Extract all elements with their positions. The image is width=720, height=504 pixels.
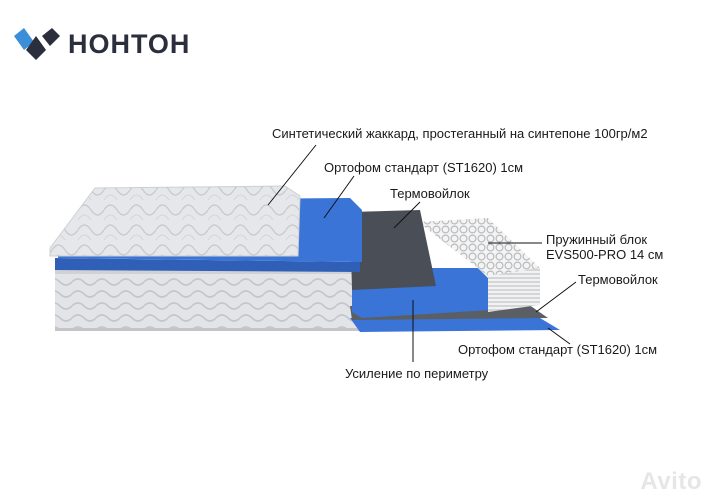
- jacquard-cover-layer: [49, 185, 301, 257]
- label-felt-bottom: Термовойлок: [578, 272, 658, 287]
- leader-line-top-cover: [267, 144, 317, 206]
- orthofoam-bottom-layer: [350, 318, 560, 332]
- label-orthofoam-bottom: Ортофом стандарт (ST1620) 1см: [458, 342, 658, 357]
- leader-line-felt-bottom: [535, 281, 577, 313]
- label-top-cover: Синтетический жаккард, простеганный на с…: [272, 126, 648, 141]
- label-felt-top: Термовойлок: [390, 186, 470, 201]
- label-spring-block-line2: EVS500-PRO 14 см: [546, 247, 664, 262]
- spring-block: [418, 218, 540, 312]
- orthofoam-band: [55, 258, 360, 272]
- leader-line-felt-top: [393, 201, 421, 229]
- label-perimeter: Усиление по периметру: [345, 366, 489, 381]
- label-spring-block-line1: Пружинный блок: [546, 232, 648, 247]
- label-orthofoam-top: Ортофом стандарт (ST1620) 1см: [324, 160, 524, 175]
- leader-line-orthofoam-bottom: [547, 327, 571, 345]
- brand-name: НОНТОН: [68, 28, 191, 59]
- brand-logo: НОНТОН: [14, 28, 190, 60]
- mattress-side-quilt: [55, 270, 360, 331]
- leader-line-orthofoam-top: [323, 175, 355, 219]
- avito-watermark: Avito: [640, 468, 702, 495]
- nonton-logo-icon: [14, 28, 60, 60]
- felt-top-layer: [350, 210, 436, 290]
